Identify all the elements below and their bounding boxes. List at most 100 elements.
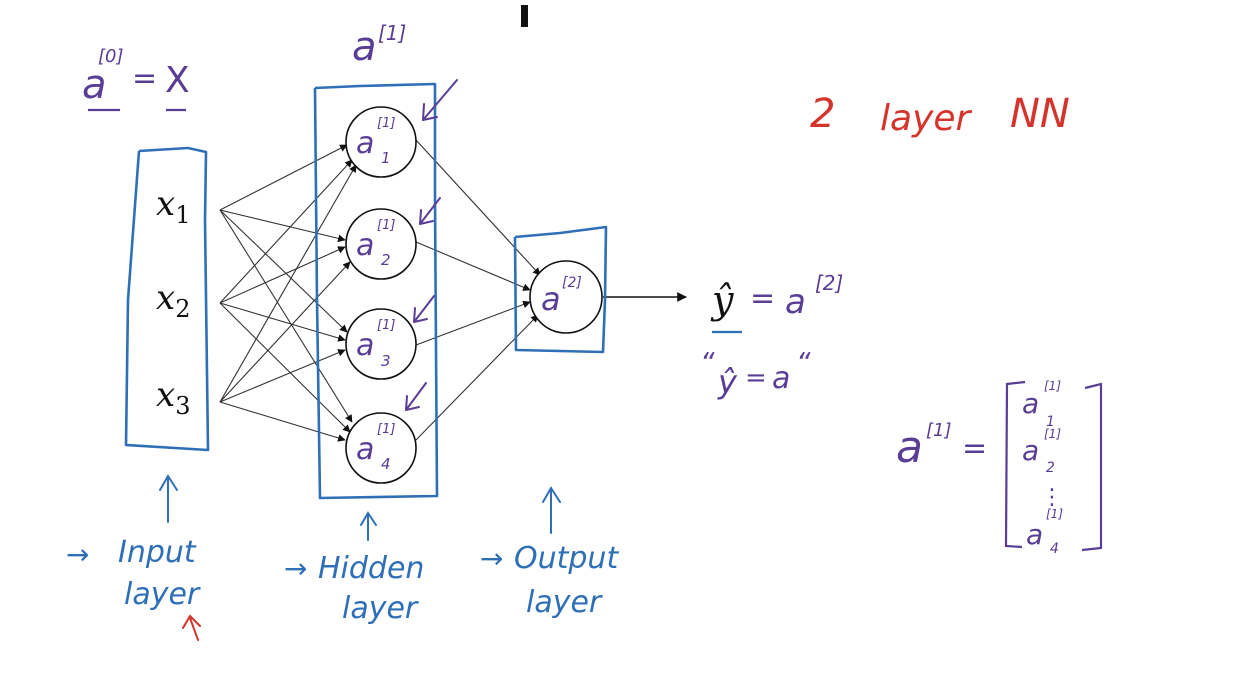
hidden-node-labels: a [1] 1 a [1] 2 a [1] 3 a [1] 4 a [2] (356, 116, 582, 473)
svg-text:[1]: [1] (377, 116, 395, 131)
svg-text:2: 2 (381, 251, 391, 269)
svg-text:4: 4 (1050, 541, 1059, 557)
svg-text:[2]: [2] (815, 271, 843, 295)
layer-labels: → Input layer → Hidden layer → Output la… (66, 535, 619, 626)
svg-text:4: 4 (381, 455, 391, 473)
output-equation: ŷ = a [2] (710, 271, 843, 322)
edge-x2-h2 (219, 246, 346, 304)
edge-x2-h3 (219, 302, 346, 342)
svg-text:ŷ: ŷ (710, 278, 734, 322)
vector-brackets (1004, 380, 1103, 552)
svg-text:a: a (541, 280, 561, 318)
svg-text:1: 1 (381, 149, 391, 167)
svg-text:=: = (132, 61, 157, 96)
vector-lhs: a [1] = (896, 420, 987, 473)
svg-text:=: = (962, 431, 987, 466)
vector-ellipsis: ⋮ (1041, 485, 1063, 510)
hidden-label-line1: Hidden (318, 551, 424, 586)
svg-text:“: “ (700, 346, 715, 379)
hidden-pointer-arrows (405, 79, 458, 411)
hidden-label-3: a [1] 3 (356, 318, 395, 370)
vector-right-bracket (1081, 382, 1103, 552)
edge-x1-h4 (219, 209, 353, 423)
output-up-arrow (542, 486, 561, 534)
edge-x2-h1 (219, 159, 353, 304)
edge-x3-h3 (219, 349, 346, 403)
edge-x3-h4 (219, 401, 346, 442)
svg-text:[1]: [1] (1046, 507, 1063, 521)
layer-label-up-arrows (159, 474, 561, 541)
svg-text:[1]: [1] (1044, 427, 1061, 441)
svg-text:[1]: [1] (1044, 379, 1061, 393)
hidden-label-2: a [1] 2 (356, 218, 395, 269)
vector-entry-1: a [1] 1 (1022, 379, 1061, 430)
edge-x1-h3 (219, 209, 348, 333)
input-x2: x2 (156, 278, 190, 323)
pointer-arrow-3 (413, 295, 435, 323)
pointer-arrow-2 (419, 197, 441, 225)
input-x3: x3 (156, 375, 190, 420)
input-up-arrow (159, 474, 178, 523)
svg-text:a: a (356, 228, 374, 263)
output-layer-box (513, 225, 608, 354)
edge-x1-h2 (219, 209, 346, 243)
edge-h3-out (415, 300, 531, 346)
edge-h4-out (415, 314, 539, 441)
hidden-label-4: a [1] 4 (356, 422, 395, 473)
input-hidden-edges (219, 144, 357, 442)
svg-text:1: 1 (1046, 414, 1055, 430)
svg-text:2: 2 (810, 91, 835, 137)
vector-entry-4: a [1] 4 (1026, 507, 1063, 557)
edge-h2-out (415, 241, 531, 291)
svg-text:[1]: [1] (926, 420, 952, 441)
svg-text:a: a (356, 432, 374, 467)
svg-text:[1]: [1] (377, 318, 395, 333)
vector-entries: a [1] 1 a [1] 2 ⋮ a [1] 4 (1022, 379, 1063, 557)
vector-entry-2: a [1] 2 (1022, 427, 1061, 476)
svg-text:a: a (1022, 387, 1039, 420)
svg-text:=: = (745, 363, 767, 393)
svg-text:a: a (356, 126, 374, 161)
pointer-arrow-4 (405, 382, 427, 411)
hidden-label-arrow: → (284, 552, 307, 585)
edge-x2-h4 (219, 302, 351, 433)
output-node (529, 260, 603, 334)
input-label-arrow: → (66, 538, 89, 571)
hidden-header: a [1] (352, 21, 406, 70)
output-quote-equation: “ ŷ = a “ (700, 346, 811, 401)
svg-text:3: 3 (381, 352, 391, 370)
svg-text:layer: layer (880, 98, 973, 139)
svg-text:[1]: [1] (377, 422, 395, 437)
output-label-line2: layer (526, 585, 603, 620)
hidden-up-arrow (360, 511, 377, 541)
edge-x1-h1 (219, 144, 348, 211)
input-label-line2: layer (124, 577, 201, 612)
vector-left-bracket (1004, 380, 1026, 549)
input-label-line1: Input (118, 535, 197, 570)
hidden-node-1 (345, 106, 417, 178)
output-label-line1: Output (514, 541, 619, 576)
svg-text:a: a (785, 282, 806, 322)
svg-text:a: a (1026, 518, 1043, 551)
svg-text:[2]: [2] (562, 275, 582, 291)
top-edge-mark (521, 5, 528, 27)
edge-x3-h2 (219, 261, 351, 403)
hidden-node-circles (345, 106, 603, 484)
svg-text:“: “ (796, 346, 811, 379)
svg-text:=: = (750, 281, 775, 316)
svg-text:[1]: [1] (377, 218, 395, 233)
svg-text:a: a (356, 328, 374, 363)
svg-text:NN: NN (1010, 91, 1070, 137)
svg-text:ŷ: ŷ (717, 363, 738, 401)
input-layer-box (124, 146, 210, 452)
pointer-arrow-1 (422, 79, 458, 121)
hidden-node-3 (345, 308, 417, 380)
svg-text:a: a (82, 62, 107, 108)
hidden-label-line2: layer (342, 591, 419, 626)
svg-text:X: X (165, 60, 190, 101)
input-equation: a [0] = X (82, 46, 190, 108)
hidden-node-4 (345, 412, 417, 484)
output-label-arrow: → (480, 542, 503, 575)
input-node-labels: x1 x2 x3 (156, 184, 190, 420)
